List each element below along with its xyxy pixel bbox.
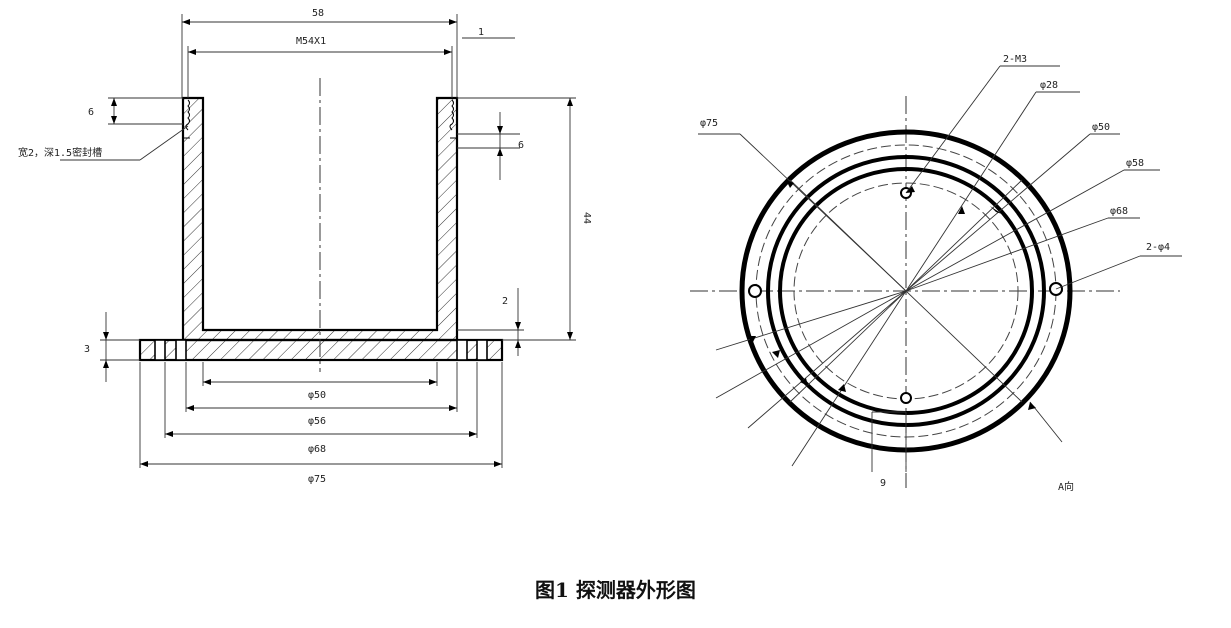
- flange-holes: [154, 339, 488, 361]
- dim-height-44: 44: [581, 212, 592, 224]
- side-view: 58 M54X1 1 6 宽2，深1.5密封槽 6 44 2 3 φ50 φ56…: [18, 8, 592, 485]
- section-view-label: A向: [1058, 480, 1074, 493]
- dim-58: 58: [312, 8, 324, 19]
- dim-top-holes: 2-φ4: [1146, 242, 1170, 253]
- dim-top-d75: φ75: [700, 118, 718, 129]
- section-body: [138, 96, 504, 362]
- dim-top-d28: φ28: [1040, 80, 1058, 91]
- dim-right-6: 6: [518, 140, 524, 151]
- dim-screws: 2-M3: [1003, 54, 1027, 65]
- dim-thread: M54X1: [296, 36, 326, 47]
- dim-floor-2: 2: [502, 296, 508, 307]
- dim-top-d50: φ50: [1092, 122, 1110, 133]
- figure-caption: 图1 探测器外形图: [535, 578, 696, 602]
- dim-d50: φ50: [308, 390, 326, 401]
- top-arrowheads: [748, 180, 1056, 410]
- side-dimension-lines: [60, 14, 576, 468]
- dim-d75: φ75: [308, 474, 326, 485]
- top-view: 2-M3 φ28 φ50 φ58 φ68 2-φ4 φ75 9 A向: [690, 54, 1182, 493]
- dim-flange-3: 3: [84, 344, 90, 355]
- dim-width-9: 9: [880, 478, 886, 489]
- thread-detail: [183, 99, 457, 139]
- dim-top-d58: φ58: [1126, 158, 1144, 169]
- dim-groove-6: 6: [88, 107, 94, 118]
- dim-d56: φ56: [308, 416, 326, 427]
- dim-gap-1: 1: [478, 27, 484, 38]
- dim-d68: φ68: [308, 444, 326, 455]
- groove-note: 宽2，深1.5密封槽: [18, 146, 102, 159]
- top-leaders: [698, 65, 1182, 472]
- side-arrowheads: [103, 19, 573, 467]
- dim-top-d68: φ68: [1110, 206, 1128, 217]
